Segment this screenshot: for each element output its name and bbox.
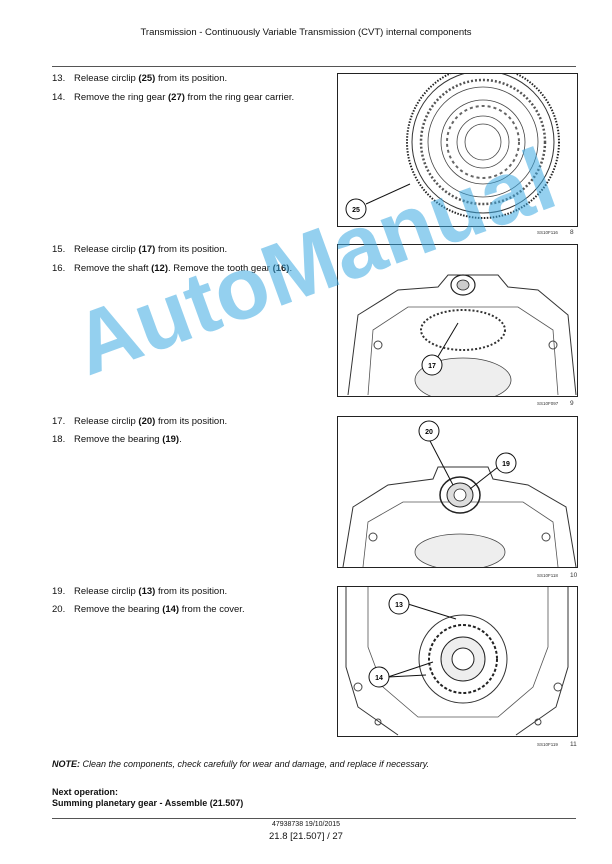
note-text: NOTE: Clean the components, check carefu…	[52, 759, 430, 769]
step-20: 20.Remove the bearing (14) from the cove…	[52, 604, 245, 615]
figure-code: SS10F097	[537, 401, 559, 406]
note-label: NOTE:	[52, 759, 80, 769]
step-19: 19.Release circlip (13) from its positio…	[52, 586, 228, 597]
callout-ref: (12)	[151, 263, 169, 274]
step-13: 13.Release circlip (25) from its positio…	[52, 73, 228, 84]
figure-number: 11	[570, 741, 577, 748]
callout-ref: (19)	[162, 434, 180, 445]
step-15: 15.Release circlip (17) from its positio…	[52, 244, 228, 255]
footer-rule	[52, 818, 576, 819]
step-14: 14.Remove the ring gear (27) from the ri…	[52, 92, 295, 103]
callout-ref: (16)	[272, 263, 290, 274]
step-number: 20.	[52, 604, 66, 615]
step-18: 18.Remove the bearing (19).	[52, 434, 182, 445]
callout-14: 14	[375, 675, 383, 682]
callout-ref: (17)	[138, 244, 156, 255]
callout-13: 13	[395, 602, 403, 609]
figure-11-cover-bearing: 13 14	[337, 586, 578, 737]
shaft-gear-illustration: 17	[347, 274, 577, 396]
header-rule	[52, 66, 576, 67]
ring-gear-illustration: 25	[345, 74, 560, 220]
callout-ref: (25)	[138, 73, 156, 84]
next-operation: Next operation: Summing planetary gear -…	[52, 787, 243, 809]
step-number: 16.	[52, 263, 66, 274]
step-16: 16.Remove the shaft (12). Remove the too…	[52, 263, 293, 274]
callout-ref: (27)	[168, 92, 185, 103]
step-number: 14.	[52, 92, 66, 103]
step-number: 13.	[52, 73, 66, 84]
figure-8-ring-gear: 25	[337, 73, 578, 227]
page-header: Transmission - Continuously Variable Tra…	[140, 27, 472, 38]
step-number: 19.	[52, 586, 66, 597]
cover-bearing-illustration: 13 14	[345, 587, 569, 736]
figure-code: SS10F119	[537, 742, 558, 747]
callout-17: 17	[428, 363, 436, 370]
figure-code: SS10F118	[537, 573, 558, 578]
step-number: 18.	[52, 434, 66, 445]
doc-reference: 47938738 19/10/2015	[271, 821, 341, 828]
next-operation-label: Next operation:	[52, 787, 119, 797]
figure-number: 8	[570, 229, 574, 236]
figure-code: SS10F116	[537, 230, 558, 235]
callout-ref: (13)	[138, 586, 156, 597]
callout-ref: (20)	[138, 416, 156, 427]
callout-19: 19	[502, 461, 510, 468]
figure-number: 9	[570, 400, 574, 407]
step-number: 15.	[52, 244, 66, 255]
figure-number: 10	[570, 572, 578, 579]
next-operation-link[interactable]: Summing planetary gear - Assemble (21.50…	[52, 798, 244, 808]
figure-10-bearing: 20 19	[337, 416, 578, 568]
bearing-illustration: 20 19	[342, 420, 577, 567]
figure-9-shaft-gear: 17	[337, 244, 578, 397]
page-number: 21.8 [21.507] / 27	[269, 831, 343, 842]
step-number: 17.	[52, 416, 66, 427]
callout-ref: (14)	[162, 604, 180, 615]
step-17: 17.Release circlip (20) from its positio…	[52, 416, 228, 427]
callout-20: 20	[425, 429, 433, 436]
callout-25: 25	[352, 207, 360, 214]
